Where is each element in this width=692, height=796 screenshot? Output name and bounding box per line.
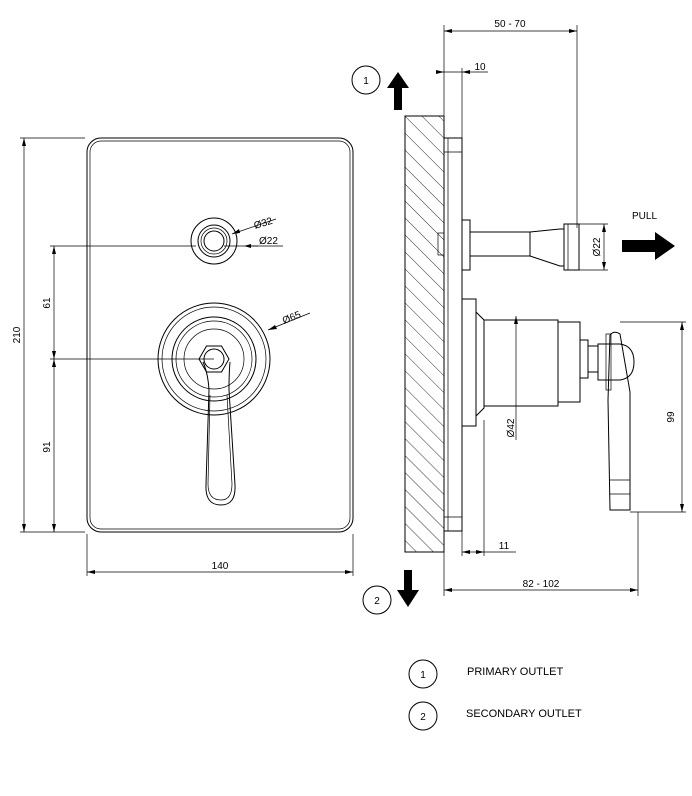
callout-diameter-32: Ø32 xyxy=(231,216,277,235)
dim-text-82-102: 82 - 102 xyxy=(523,579,560,590)
arrow-down-icon xyxy=(397,570,419,607)
dim-text-50-70: 50 - 70 xyxy=(494,19,526,30)
legend-item-secondary: 2 SECONDARY OUTLET xyxy=(408,701,582,731)
svg-text:2: 2 xyxy=(374,596,380,607)
marker-secondary: 2 xyxy=(362,570,419,615)
diverter-knob xyxy=(437,219,580,271)
arrow-up-icon xyxy=(387,72,409,110)
legend-item-primary: 1 PRIMARY OUTLET xyxy=(408,659,563,689)
mixer-body-side xyxy=(461,298,635,511)
cover-plate-outer xyxy=(86,137,354,533)
plate-side xyxy=(443,137,463,532)
dim-text-61: 61 xyxy=(42,297,53,309)
dimension-offsets: 61 91 xyxy=(42,245,214,532)
dimension-knob-diameter: Ø22 xyxy=(579,223,608,271)
pull-arrow-icon xyxy=(622,232,675,260)
pull-label: PULL xyxy=(632,211,657,222)
side-view: 50 - 70 10 Ø22 Ø42 xyxy=(404,19,686,596)
dim-text-11: 11 xyxy=(499,541,510,552)
outlet-fitting xyxy=(190,217,238,265)
dimension-width-140: 140 xyxy=(86,534,354,576)
front-view: 210 61 91 140 Ø32 xyxy=(12,137,354,576)
dim-text-d42: Ø42 xyxy=(506,418,517,437)
dim-text-210: 210 xyxy=(12,326,23,343)
svg-text:PRIMARY OUTLET: PRIMARY OUTLET xyxy=(467,666,563,678)
dimension-11: 11 xyxy=(461,420,516,556)
dim-text-99: 99 xyxy=(666,411,677,423)
dim-text-140: 140 xyxy=(212,561,229,572)
dim-text-91: 91 xyxy=(42,441,53,453)
dimension-99: 99 xyxy=(620,321,686,513)
wall-section xyxy=(404,115,445,553)
legend: 1 PRIMARY OUTLET 2 SECONDARY OUTLET xyxy=(408,659,582,731)
cover-plate-inner xyxy=(89,140,351,530)
dim-text-d22: Ø22 xyxy=(259,236,278,247)
marker-primary: 1 xyxy=(351,65,409,110)
dim-text-d32: Ø32 xyxy=(253,216,275,232)
dimension-82-102: 82 - 102 xyxy=(443,512,639,596)
svg-text:1: 1 xyxy=(420,670,426,681)
mixer-lever xyxy=(202,361,236,506)
dim-text-d22-side: Ø22 xyxy=(592,237,603,256)
dimension-10: 10 xyxy=(436,62,488,138)
dimension-50-70: 50 - 70 xyxy=(443,19,578,228)
dimension-height-210: 210 xyxy=(12,137,85,533)
svg-text:1: 1 xyxy=(363,76,369,87)
dim-text-d65: Ø65 xyxy=(281,309,303,326)
svg-text:SECONDARY OUTLET: SECONDARY OUTLET xyxy=(466,708,582,720)
svg-text:2: 2 xyxy=(420,712,426,723)
callout-diameter-65: Ø65 xyxy=(267,309,311,331)
callout-diameter-22: Ø22 xyxy=(224,236,283,248)
dim-text-10: 10 xyxy=(474,62,486,73)
